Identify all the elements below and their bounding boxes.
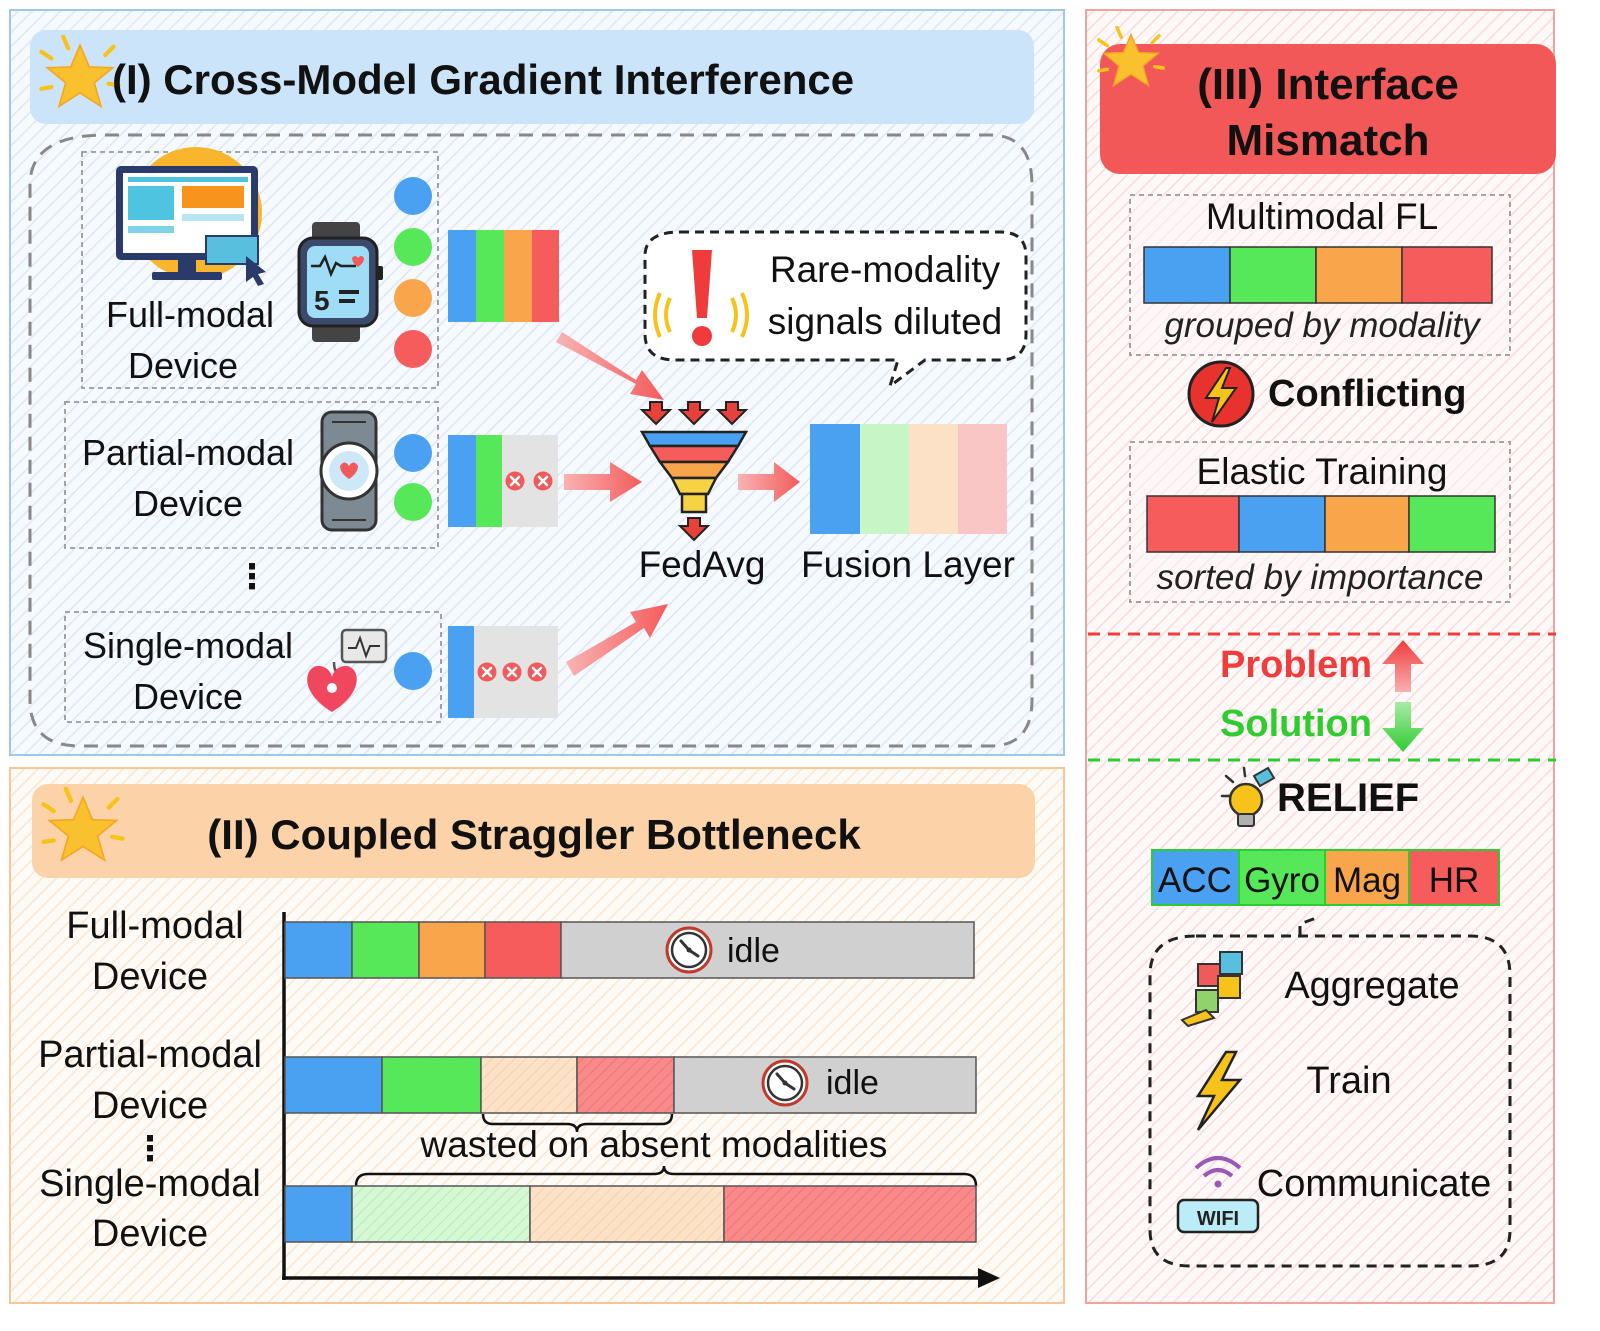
panel-iii-title: (III) Interface [1197,60,1459,109]
modality-label-gyro: Gyro [1244,861,1320,900]
action-train: Train [1306,1060,1391,1102]
arrow-to-fusion-layer [738,462,800,502]
arrow-to-fedavg [564,462,642,502]
modality-grouped-bar [1143,246,1493,304]
fusion-layer-label: Fusion Layer [801,544,1015,585]
elastic-training-title: Elastic Training [1197,451,1448,492]
wifi-icon: WIFI [1176,1156,1260,1234]
fedavg-label: FedAvg [639,544,766,585]
arrow-to-fedavg [566,604,668,676]
full-modal-gradient-block [448,230,559,322]
monitor-icon [116,147,266,286]
panel-ii-title-banner [32,784,1035,878]
panel-iii-title-banner [1100,44,1556,174]
partial-modal-device-label: Partial-modal [82,432,294,473]
modality-dot-blue [394,177,432,215]
action-aggregate: Aggregate [1284,965,1459,1007]
panel-interface-mismatch: (III) Interface Mismatch Multimodal FL g… [1085,9,1556,1304]
panel-coupled-straggler-bottleneck: (II) Coupled Straggler Bottleneck Full-m… [9,767,1065,1304]
conflicting-label: Conflicting [1268,373,1466,415]
solution-down-arrow [1382,702,1424,752]
single-modal-gradient-block [448,626,558,718]
idle-label: idle [727,932,780,970]
panel-i-dashed-region [28,133,1034,748]
multimodal-fl-caption: grouped by modality [1164,306,1482,345]
partial-modal-gradient-block [448,435,558,527]
single-modal-timeline-bar [284,1185,977,1243]
idle-label: idle [826,1064,879,1102]
fitness-band-icon [319,410,379,532]
callout-line: Rare-modality [770,249,1001,290]
wifi-badge-label: WIFI [1197,1208,1239,1230]
problem-up-arrow [1382,640,1424,692]
puzzle-icon [1180,951,1243,1028]
relief-modality-bar [1151,849,1500,906]
svg-text:5: 5 [314,285,330,316]
single-modal-device-label: Single-modal [39,1163,261,1205]
heart-sensor-icon [307,628,388,712]
clock-icon [761,1059,809,1107]
modality-label-hr: HR [1429,861,1480,900]
full-modal-device-label: Device [92,956,208,998]
partial-waste-brace [481,1113,674,1133]
problem-label: Problem [1220,644,1372,686]
arrow-to-fedavg [556,332,664,400]
single-modal-device-label: Device [133,676,243,717]
alert-icon [653,250,749,346]
funnel-icon [639,401,749,542]
clock-icon [665,926,713,974]
modality-dot-orange [394,279,432,317]
panel-iii-title: Mismatch [1227,116,1430,165]
lightning-bolt-icon [1195,1050,1243,1131]
modality-dot-green [394,483,432,521]
lightbulb-icon [1220,766,1276,827]
single-modal-device-label: Single-modal [83,625,293,666]
full-modal-device-label: Device [128,345,238,386]
panel-cross-model-gradient-interference: (I) Cross-Model Gradient Interference [9,9,1065,756]
time-axis-arrowhead [978,1268,1000,1288]
importance-sorted-bar [1146,495,1496,553]
full-modal-device-label: Full-modal [106,294,274,335]
multimodal-fl-title: Multimodal FL [1206,196,1438,237]
modality-label-acc: ACC [1158,861,1232,900]
partial-modal-device-label: Device [133,483,243,524]
partial-modal-timeline-bar [284,1056,977,1114]
modality-dot-red [394,330,432,368]
elastic-training-caption: sorted by importance [1157,558,1484,597]
single-waste-brace [354,1165,978,1187]
partial-modal-device-label: Device [92,1085,208,1127]
panel-i-title-banner [30,30,1034,124]
relief-actions-box [1148,916,1512,1268]
modality-dot-green [394,228,432,266]
device-ellipsis: ⋮ [133,1130,167,1168]
relief-label: RELIEF [1277,776,1419,820]
solution-label: Solution [1220,703,1372,745]
action-communicate: Communicate [1257,1163,1491,1205]
full-modal-device-box [81,151,439,389]
modality-label-mag: Mag [1333,861,1401,900]
partial-modal-device-box [64,401,439,549]
wasted-modalities-label: wasted on absent modalities [420,1124,888,1165]
diluted-signals-callout [643,230,1028,390]
panel-i-title: (I) Cross-Model Gradient Interference [112,56,854,103]
full-modal-device-label: Full-modal [66,905,243,947]
smartwatch-icon: 5 [297,222,383,342]
callout-line: signals diluted [768,301,1002,342]
panel-ii-title: (II) Coupled Straggler Bottleneck [207,811,861,858]
full-modal-timeline-bar [284,921,975,979]
modality-dot-blue [394,434,432,472]
lightning-icon [1187,360,1255,428]
partial-modal-device-label: Partial-modal [38,1034,262,1076]
fusion-layer-block [810,424,1007,534]
single-modal-device-label: Device [92,1213,208,1255]
modality-dot-blue [394,652,432,690]
device-ellipsis: ⋮ [235,558,269,596]
